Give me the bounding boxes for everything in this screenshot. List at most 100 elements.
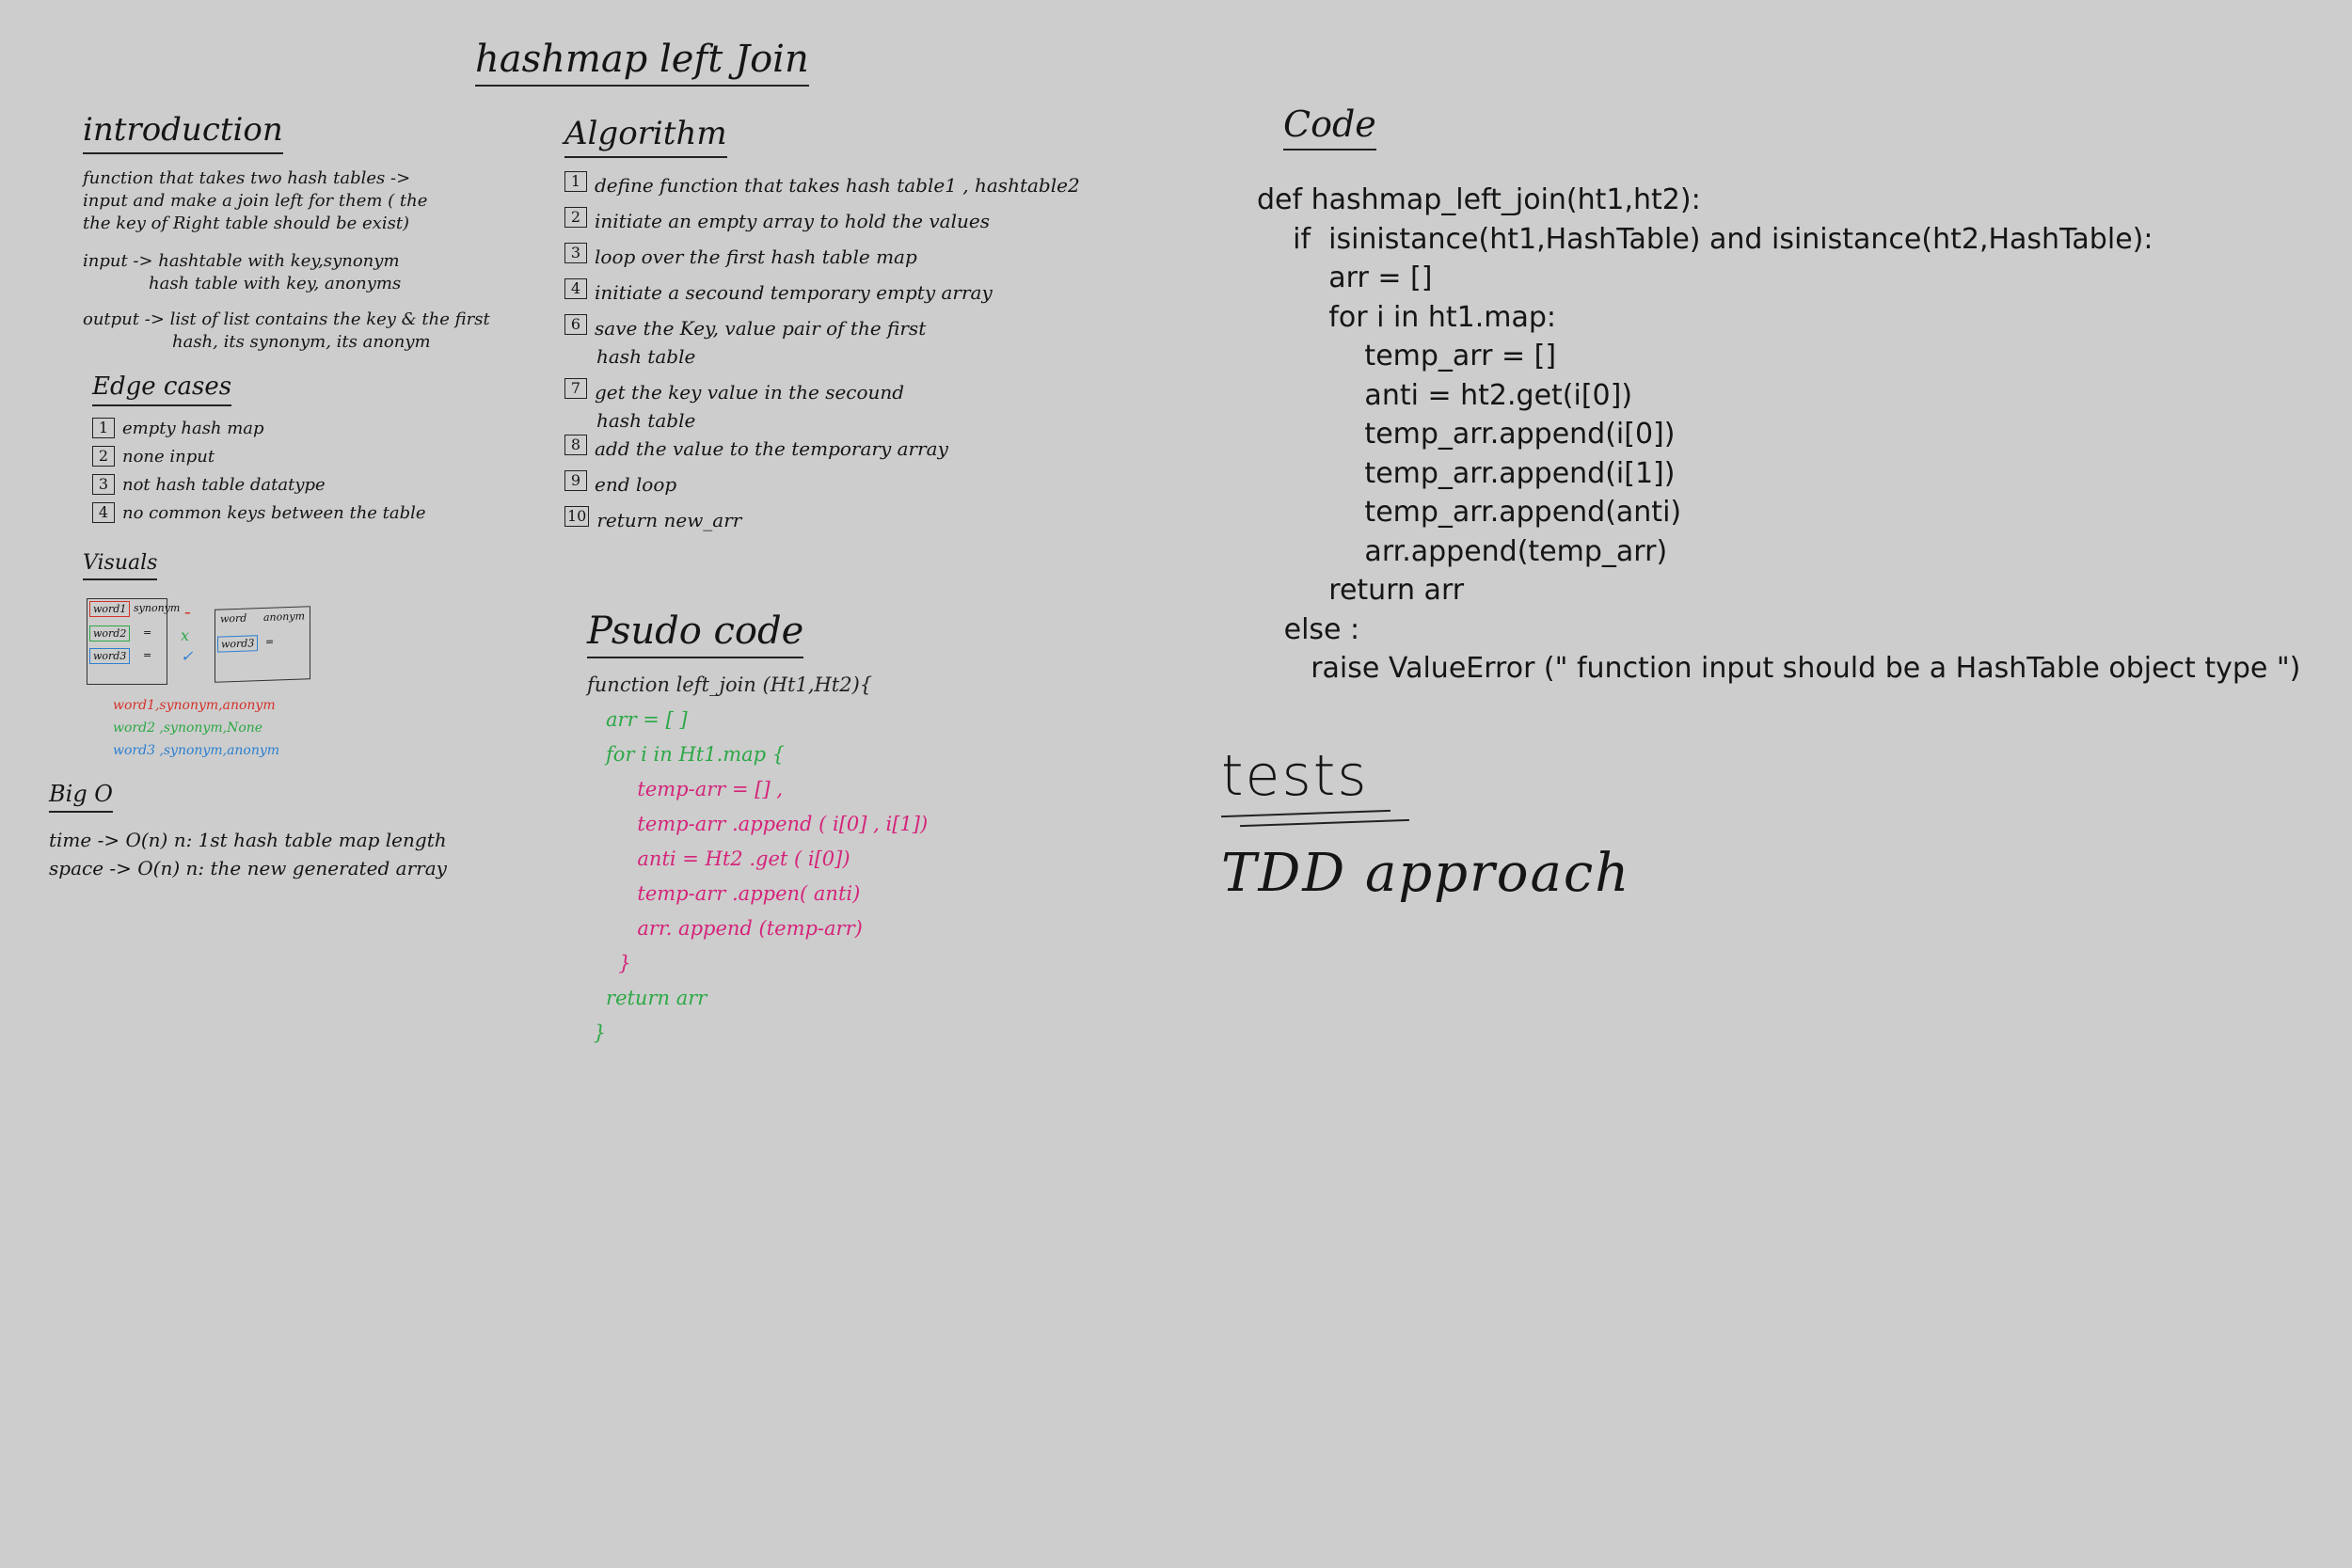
edge-case-number: 1 bbox=[92, 418, 115, 438]
algorithm-step: 8 add the value to the temporary array bbox=[564, 435, 1129, 463]
pseudo-code-block: function left_join (Ht1,Ht2){ arr = [ ] … bbox=[587, 668, 928, 1051]
pseudo-code-line: arr = [ ] bbox=[587, 708, 688, 731]
edge-case-text: not hash table datatype bbox=[122, 475, 326, 495]
left-table-cell: word3 bbox=[89, 648, 131, 664]
pseudo-code-heading: Psudo code bbox=[587, 610, 804, 658]
step-number: 6 bbox=[564, 314, 587, 335]
minus-mark: - bbox=[184, 600, 191, 623]
intro-output-line: output -> list of list contains the key … bbox=[83, 309, 490, 329]
pseudo-code-line: } bbox=[587, 952, 631, 974]
x-mark: x bbox=[181, 626, 190, 644]
step-number: 3 bbox=[564, 243, 587, 263]
step-text: define function that takes hash table1 ,… bbox=[595, 174, 1080, 197]
pseudo-code-line: arr. append (temp-arr) bbox=[587, 917, 863, 940]
big-o-heading: Big O bbox=[49, 781, 113, 813]
tests-approach: TDD approach bbox=[1221, 843, 1631, 904]
intro-output-line: hash, its synonym, its anonym bbox=[172, 332, 431, 352]
step-number: 4 bbox=[564, 278, 587, 299]
step-text: return new_arr bbox=[596, 509, 742, 531]
pseudo-code-line: } bbox=[587, 1022, 607, 1044]
edge-case-item: 2 none input bbox=[92, 446, 426, 468]
edge-case-number: 2 bbox=[92, 446, 115, 467]
tests-underline bbox=[1221, 809, 1391, 818]
edge-case-item: 1 empty hash map bbox=[92, 418, 426, 440]
right-table-cell: = bbox=[265, 635, 275, 648]
edge-case-text: none input bbox=[122, 447, 215, 467]
code-line: else : bbox=[1257, 612, 1360, 646]
step-text: end loop bbox=[595, 473, 677, 496]
left-table-cell: word1 bbox=[89, 601, 131, 617]
step-number: 9 bbox=[564, 470, 587, 491]
right-hash-table: word anonym word3 = bbox=[215, 606, 310, 683]
step-number: 2 bbox=[564, 207, 587, 228]
code-line: def hashmap_left_join(ht1,ht2): bbox=[1257, 183, 1701, 216]
check-icon: ✓ bbox=[181, 647, 194, 665]
edge-case-item: 4 no common keys between the table bbox=[92, 502, 426, 525]
code-line: raise ValueError (" function input shoul… bbox=[1257, 652, 2301, 685]
intro-line: input and make a join left for them ( th… bbox=[83, 191, 428, 211]
intro-input-line: hash table with key, anonyms bbox=[149, 274, 402, 293]
algorithm-step: 9 end loop bbox=[564, 470, 1129, 499]
algorithm-step: 10 return new_arr bbox=[564, 506, 1129, 534]
code-heading: Code bbox=[1283, 103, 1376, 150]
result-line-blue: word3 ,synonym,anonym bbox=[113, 743, 280, 758]
step-text: initiate an empty array to hold the valu… bbox=[595, 210, 990, 232]
algorithm-step-continuation: hash table bbox=[564, 406, 1129, 435]
introduction-heading: introduction bbox=[83, 111, 283, 154]
step-text: hash table bbox=[596, 345, 696, 368]
visuals-heading: Visuals bbox=[83, 551, 158, 580]
tests-heading: tests bbox=[1221, 743, 1369, 809]
left-hash-table: word1 synonym word2 = word3 = bbox=[87, 598, 180, 685]
code-line: arr.append(temp_arr) bbox=[1257, 534, 1668, 568]
step-text: save the Key, value pair of the first bbox=[595, 317, 927, 340]
intro-line: the key of Right table should be exist) bbox=[83, 214, 410, 233]
left-table-cell: = bbox=[143, 649, 152, 661]
step-text: add the value to the temporary array bbox=[595, 437, 948, 460]
tests-underline bbox=[1240, 818, 1409, 828]
algorithm-step: 2 initiate an empty array to hold the val… bbox=[564, 207, 1129, 235]
code-block: def hashmap_left_join(ht1,ht2): if isini… bbox=[1257, 181, 2300, 689]
result-line-red: word1,synonym,anonym bbox=[113, 698, 276, 713]
edge-case-text: no common keys between the table bbox=[122, 503, 426, 523]
result-line-green: word2 ,synonym,None bbox=[113, 721, 263, 736]
code-line: temp_arr.append(anti) bbox=[1257, 496, 1682, 529]
code-line: for i in ht1.map: bbox=[1257, 300, 1556, 334]
intro-line: function that takes two hash tables -> bbox=[83, 168, 411, 188]
edge-cases-heading: Edge cases bbox=[92, 372, 232, 406]
code-line: return arr bbox=[1257, 574, 1465, 607]
step-number: 7 bbox=[564, 378, 587, 399]
pseudo-code-line: anti = Ht2 .get ( i[0]) bbox=[587, 847, 850, 870]
right-table-cell: anonym bbox=[263, 610, 305, 624]
page-title: hashmap left Join bbox=[475, 38, 809, 87]
big-o-line: space -> O(n) n: the new generated array bbox=[49, 857, 447, 879]
left-table-cell: = bbox=[143, 626, 152, 639]
left-table-cell: synonym bbox=[134, 602, 181, 614]
edge-cases-section: Edge cases 1 empty hash map 2 none input… bbox=[92, 372, 426, 525]
pseudo-code-line: temp-arr .append ( i[0] , i[1]) bbox=[587, 813, 929, 835]
algorithm-heading: Algorithm bbox=[564, 115, 727, 158]
right-table-cell: word bbox=[220, 611, 247, 626]
step-number: 8 bbox=[564, 435, 587, 455]
pseudo-code-line: return arr bbox=[587, 987, 707, 1009]
step-number: 10 bbox=[564, 506, 590, 527]
pseudo-code-section: Psudo code function left_join (Ht1,Ht2){… bbox=[587, 610, 928, 1051]
intro-input-line: input -> hashtable with key,synonym bbox=[83, 251, 400, 271]
edge-case-text: empty hash map bbox=[122, 419, 264, 438]
code-line: anti = ht2.get(i[0]) bbox=[1257, 378, 1633, 412]
left-table-cell: word2 bbox=[89, 626, 131, 641]
edge-case-number: 3 bbox=[92, 474, 115, 495]
pseudo-code-line: function left_join (Ht1,Ht2){ bbox=[587, 673, 873, 696]
code-line: temp_arr.append(i[0]) bbox=[1257, 418, 1676, 451]
algorithm-step: 6 save the Key, value pair of the first bbox=[564, 314, 1129, 342]
pseudo-code-line: for i in Ht1.map { bbox=[587, 743, 786, 766]
code-line: temp_arr = [] bbox=[1257, 340, 1557, 372]
code-line: temp_arr.append(i[1]) bbox=[1257, 456, 1676, 490]
big-o-section: Big O time -> O(n) n: 1st hash table map… bbox=[49, 781, 447, 882]
pseudo-code-line: temp-arr = [] , bbox=[587, 778, 784, 800]
algorithm-step: 3 loop over the first hash table map bbox=[564, 243, 1129, 271]
step-text: loop over the first hash table map bbox=[595, 245, 917, 268]
